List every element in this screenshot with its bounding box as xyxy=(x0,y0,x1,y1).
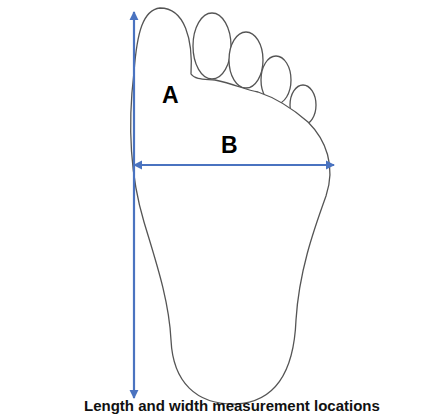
foot-outline xyxy=(131,8,330,404)
measurement-letter: B xyxy=(221,134,238,157)
caption: Length and width measurement locations xyxy=(84,398,380,413)
width-arrow xyxy=(134,164,334,166)
measurement-letter: A xyxy=(162,84,179,107)
length-arrow xyxy=(133,12,135,398)
